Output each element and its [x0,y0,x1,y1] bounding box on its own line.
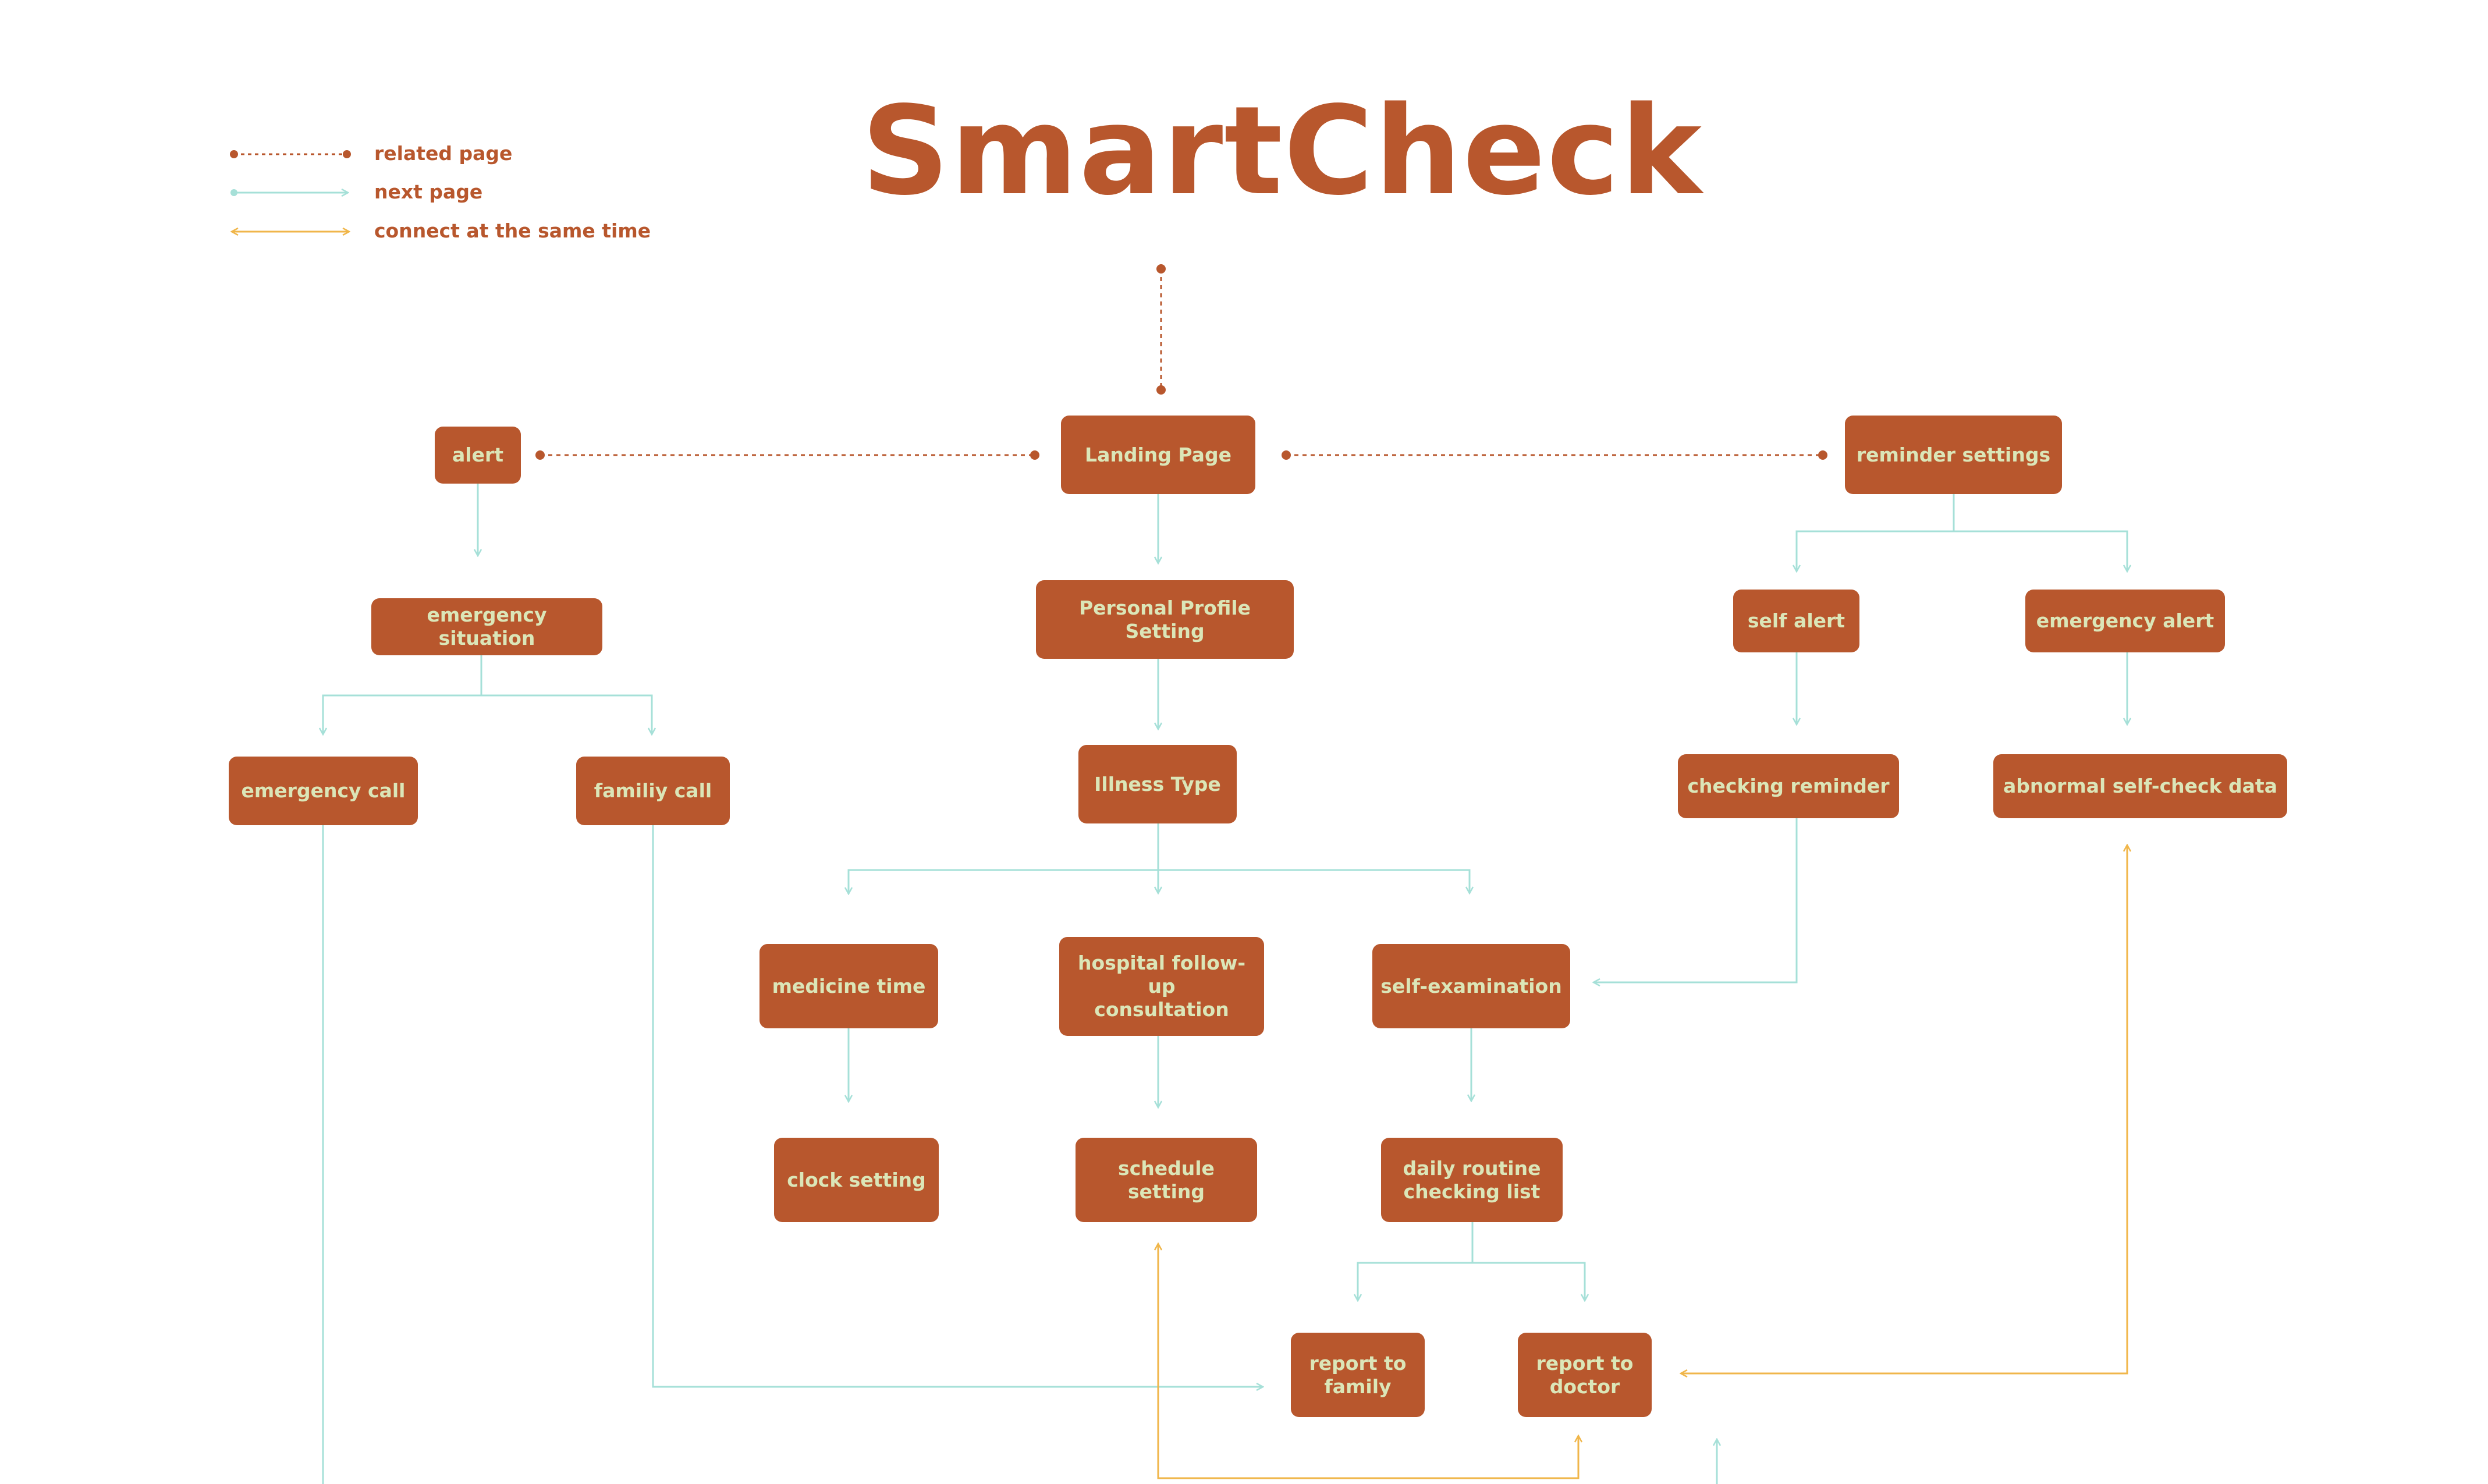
legend-same-time-label: connect at the same time [374,219,651,242]
node-clock-setting[interactable]: clock setting [774,1138,939,1222]
node-report-to-doctor[interactable]: report to doctor [1518,1333,1652,1417]
legend-related-label: related page [374,142,513,165]
node-alert[interactable]: alert [435,427,521,484]
node-landing-page[interactable]: Landing Page [1061,416,1255,494]
node-self-examination[interactable]: self-examination [1372,944,1570,1028]
legend-related-line [230,150,351,158]
node-report-to-family[interactable]: report to family [1291,1333,1425,1417]
page-title: SmartCheck [861,80,1703,222]
node-schedule-setting[interactable]: schedule setting [1076,1138,1257,1222]
node-medicine-time[interactable]: medicine time [759,944,938,1028]
node-reminder-settings[interactable]: reminder settings [1845,416,2062,494]
node-emergency-call[interactable]: emergency call [229,757,418,825]
node-abnormal-self-check-data[interactable]: abnormal self-check data [1993,754,2287,818]
node-emergency-situation[interactable]: emergency situation [371,598,602,655]
node-daily-routine-checking-list[interactable]: daily routine checking list [1381,1138,1563,1222]
same-time-links [1158,845,2127,1479]
related-links [540,269,1823,456]
legend-next-label: next page [374,180,483,203]
node-emergency-alert[interactable]: emergency alert [2025,590,2225,652]
legend-next-line [230,189,348,196]
node-family-call[interactable]: familiy call [576,757,730,825]
node-illness-type[interactable]: Illness Type [1078,745,1237,823]
node-self-alert[interactable]: self alert [1733,590,1859,652]
node-personal-profile-setting[interactable]: Personal Profile Setting [1036,580,1294,659]
node-checking-reminder[interactable]: checking reminder [1678,754,1899,818]
node-hospital-follow-up-consultation[interactable]: hospital follow-up consultation [1059,937,1264,1036]
